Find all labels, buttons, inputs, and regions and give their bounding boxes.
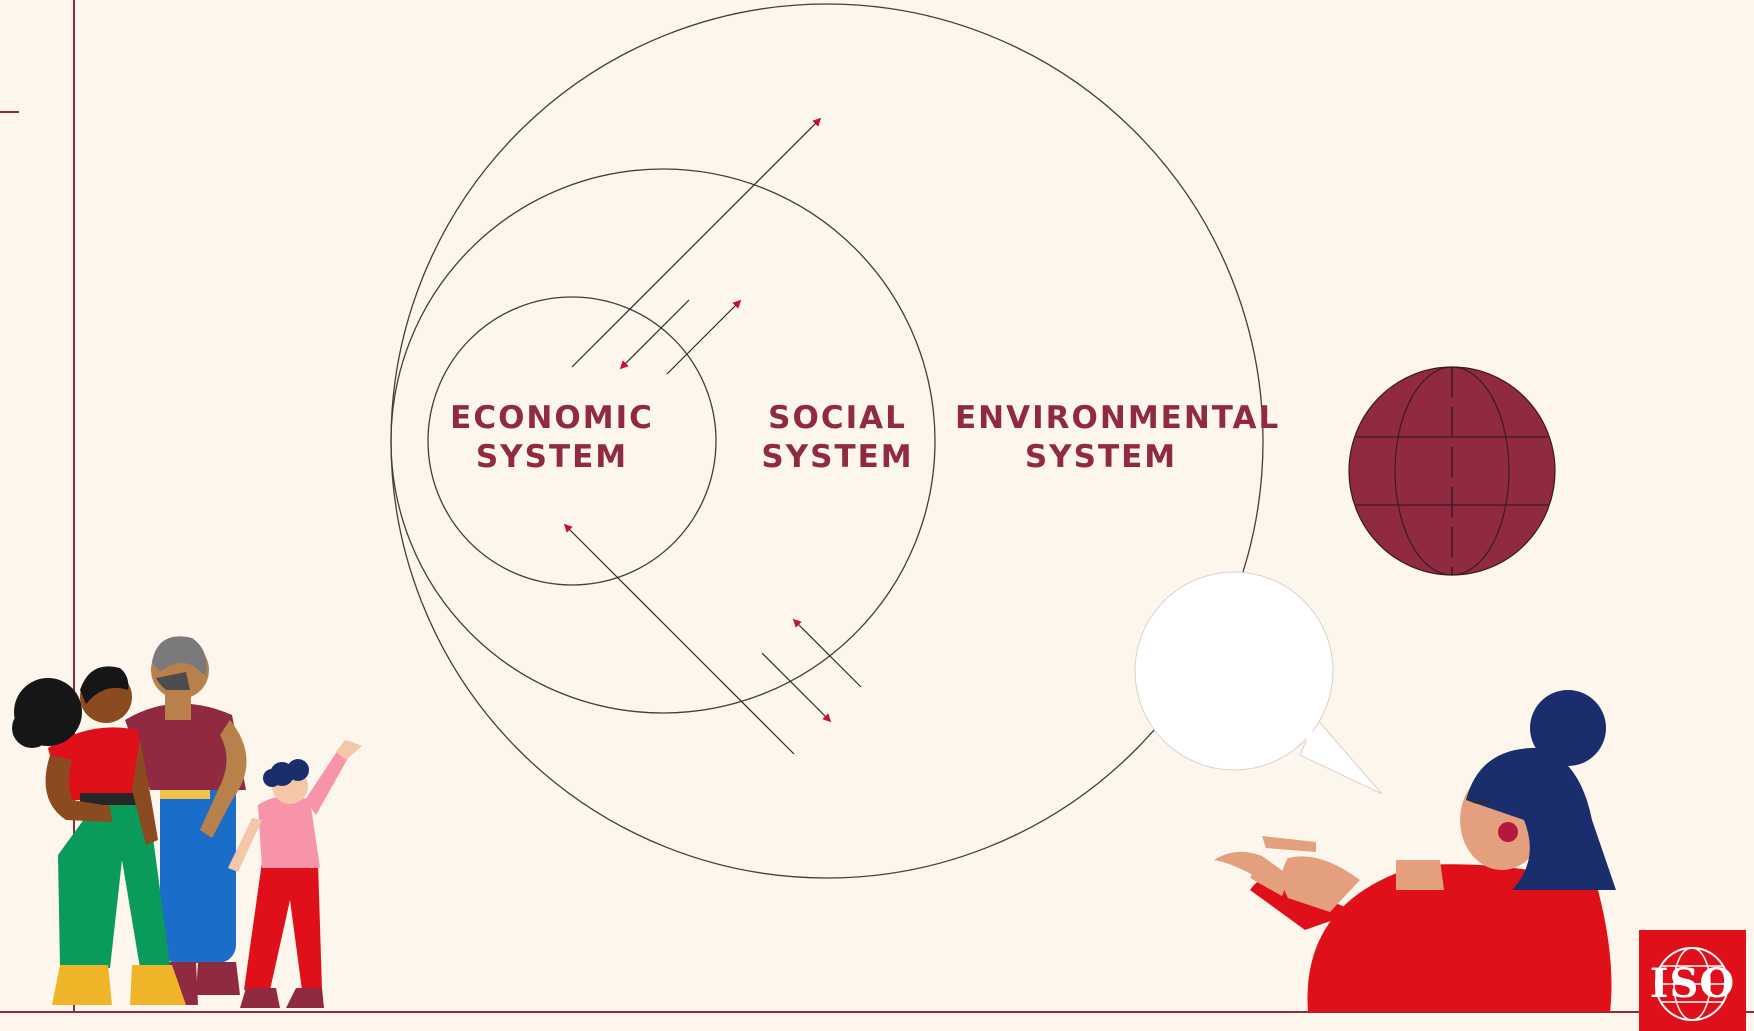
environmental-system-label: ENVIRONMENTAL SYSTEM	[955, 399, 1281, 477]
social-label-line1: SOCIAL	[768, 400, 907, 436]
globe-icon	[1348, 366, 1556, 576]
economic-label-line2: SYSTEM	[475, 439, 629, 475]
arrow-economic-to-environment	[571, 117, 822, 368]
arrow-economic-to-social	[666, 299, 742, 375]
iso-logo-text: ISO	[1649, 960, 1736, 1007]
arrow-social-to-environment	[761, 652, 832, 723]
environmental-label-line1: ENVIRONMENTAL	[955, 400, 1281, 436]
economic-label-line1: ECONOMIC	[450, 400, 654, 436]
social-system-circle	[390, 168, 936, 714]
iso-globe-icon	[1655, 947, 1729, 1021]
economic-system-label: ECONOMIC SYSTEM	[440, 399, 664, 477]
arrow-environment-to-social	[792, 618, 862, 688]
presenter-illustration	[1214, 690, 1616, 1012]
economic-system-circle	[427, 296, 717, 586]
arrow-social-to-economic	[619, 299, 690, 370]
speech-bubble-icon	[1134, 571, 1383, 795]
iso-logo: ISO	[1639, 930, 1746, 1031]
family-illustration	[12, 636, 362, 1008]
environmental-label-line2: SYSTEM	[1024, 439, 1178, 475]
social-label-line2: SYSTEM	[761, 439, 914, 475]
social-system-label: SOCIAL SYSTEM	[754, 399, 921, 477]
arrow-environment-to-economic	[563, 523, 795, 755]
